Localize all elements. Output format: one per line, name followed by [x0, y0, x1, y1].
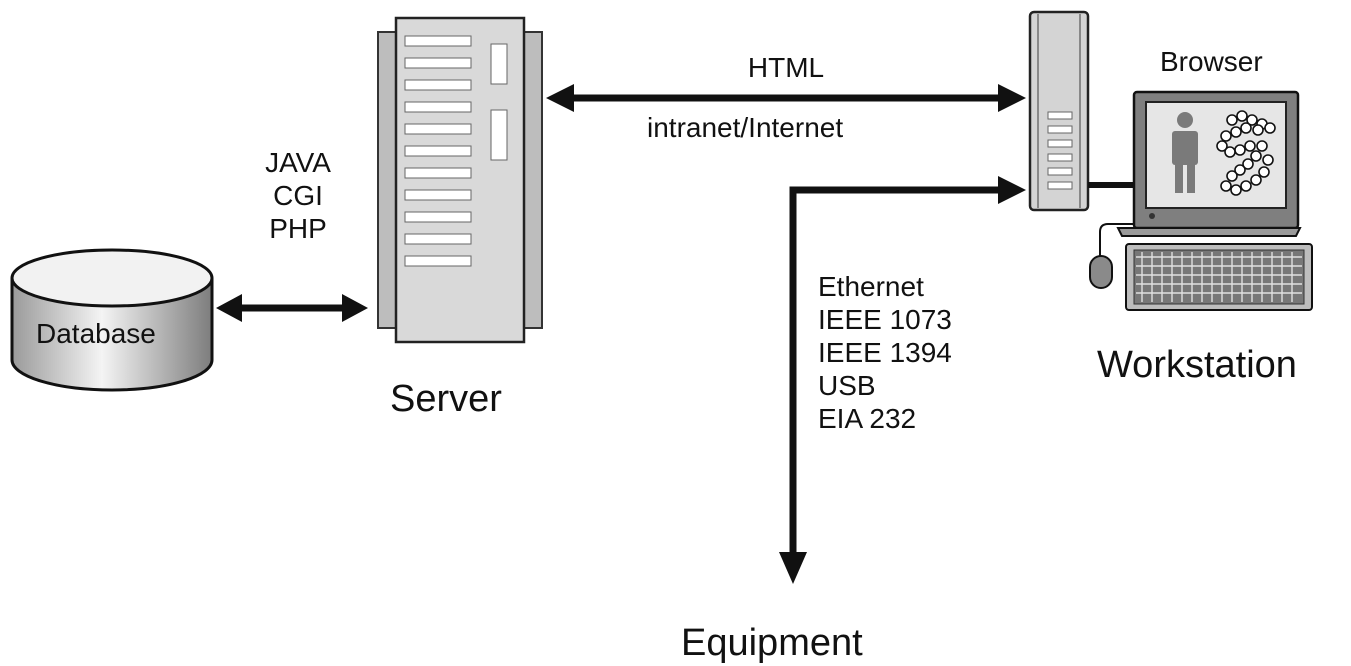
- interface-item: IEEE 1073: [818, 304, 952, 335]
- keyboard-icon: [1125, 243, 1313, 311]
- monitor-icon: [1116, 90, 1302, 237]
- server-label: Server: [390, 378, 502, 420]
- interface-item: IEEE 1394: [818, 337, 952, 368]
- server-language-list: JAVA CGI PHP: [238, 146, 358, 245]
- database-icon: [10, 248, 214, 392]
- workstation-tower-icon: [1028, 10, 1090, 212]
- workstation-label: Workstation: [1097, 344, 1297, 386]
- mouse-icon: [1089, 223, 1134, 289]
- browser-label: Browser: [1160, 46, 1263, 77]
- equipment-label: Equipment: [681, 622, 863, 664]
- server-icon: [377, 16, 543, 344]
- language-item: JAVA: [265, 147, 331, 178]
- language-item: CGI: [273, 180, 323, 211]
- html-label: HTML: [747, 52, 825, 83]
- interface-item: Ethernet: [818, 271, 924, 302]
- equipment-arrow: [779, 176, 1026, 584]
- molecule-icon: [1216, 110, 1276, 196]
- language-item: PHP: [269, 213, 327, 244]
- network-label: intranet/Internet: [647, 112, 844, 143]
- database-server-arrow: [216, 294, 368, 322]
- database-label: Database: [36, 318, 156, 349]
- html-network-arrow: [546, 84, 1026, 112]
- interface-item: USB: [818, 370, 876, 401]
- person-icon: [1172, 112, 1198, 193]
- equipment-interface-list: Ethernet IEEE 1073 IEEE 1394 USB EIA 232: [818, 270, 952, 435]
- interface-item: EIA 232: [818, 403, 917, 434]
